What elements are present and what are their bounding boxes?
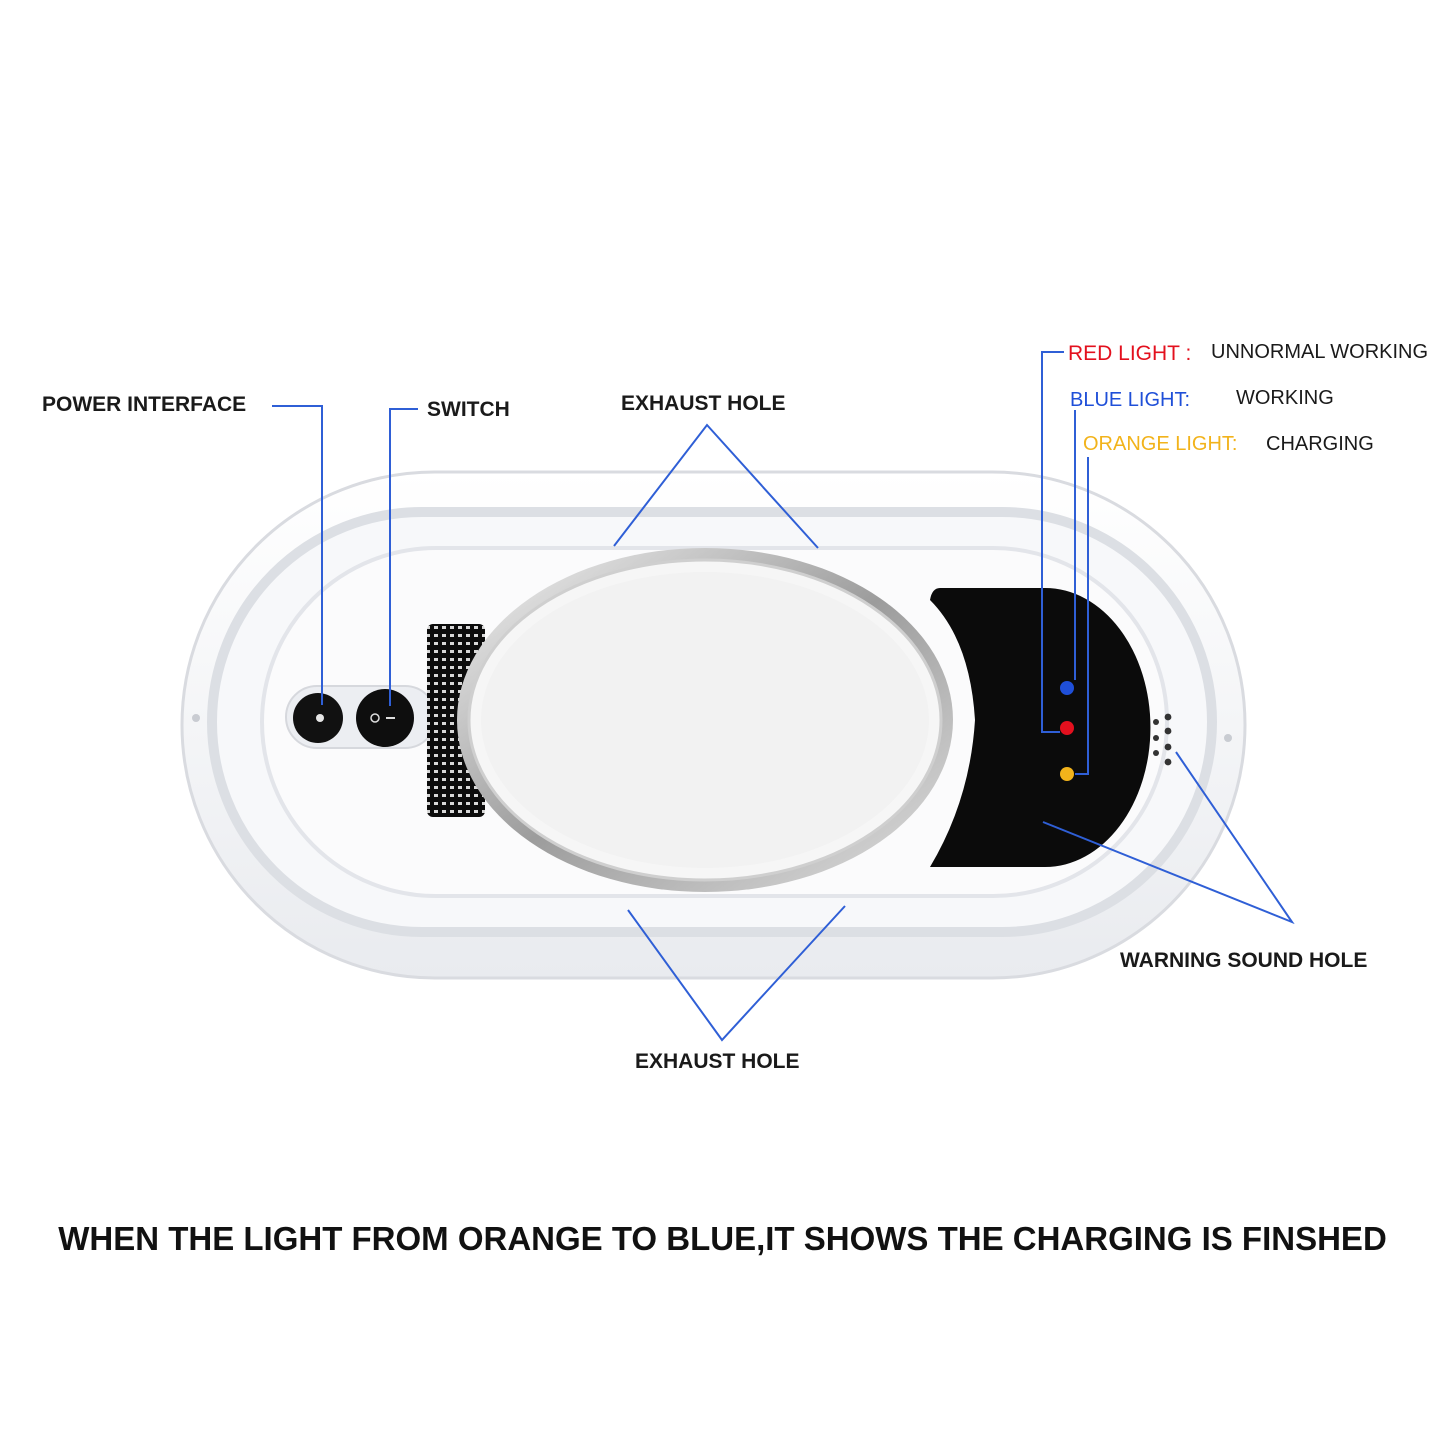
switch-label: SWITCH bbox=[427, 398, 510, 421]
warning-sound-holes bbox=[1153, 713, 1172, 766]
orange-light-name: ORANGE LIGHT: bbox=[1083, 433, 1238, 455]
indicator-panel bbox=[930, 588, 1151, 867]
sound-hole-leader bbox=[1042, 751, 1295, 925]
orange-light-leader bbox=[1075, 457, 1089, 775]
right-side-notch bbox=[1224, 734, 1232, 742]
exhaust-top-leader bbox=[613, 423, 819, 549]
charging-caption: WHEN THE LIGHT FROM ORANGE TO BLUE,IT SH… bbox=[58, 1220, 1387, 1257]
left-side-notch bbox=[192, 714, 200, 722]
power-interface-leader bbox=[272, 405, 323, 705]
red-light-leader bbox=[1041, 351, 1064, 733]
warning-sound-hole-label: WARNING SOUND HOLE bbox=[1120, 949, 1368, 972]
blue-light-meaning: WORKING bbox=[1236, 387, 1334, 409]
leader-lines bbox=[272, 351, 1295, 1042]
switch-o-icon bbox=[370, 713, 380, 723]
red-light-indicator bbox=[1060, 721, 1074, 735]
orange-light-indicator bbox=[1060, 767, 1074, 781]
red-light-meaning: UNNORMAL WORKING bbox=[1211, 341, 1429, 363]
blue-light-indicator bbox=[1060, 681, 1074, 695]
center-oval-pad bbox=[481, 572, 929, 868]
blue-light-name: BLUE LIGHT: bbox=[1070, 389, 1191, 411]
power-interface-pin-icon bbox=[316, 714, 324, 722]
orange-light-meaning: CHARGING bbox=[1266, 433, 1374, 455]
exhaust-bottom-leader bbox=[627, 905, 846, 1042]
red-light-name: RED LIGHT : bbox=[1068, 342, 1192, 365]
exhaust-hole-bottom-label: EXHAUST HOLE bbox=[635, 1050, 800, 1073]
switch-leader bbox=[389, 408, 418, 706]
exhaust-hole-top-label: EXHAUST HOLE bbox=[621, 392, 786, 415]
power-interface-label: POWER INTERFACE bbox=[42, 393, 247, 416]
switch-dash-icon bbox=[386, 717, 395, 719]
switch-button bbox=[356, 689, 414, 747]
